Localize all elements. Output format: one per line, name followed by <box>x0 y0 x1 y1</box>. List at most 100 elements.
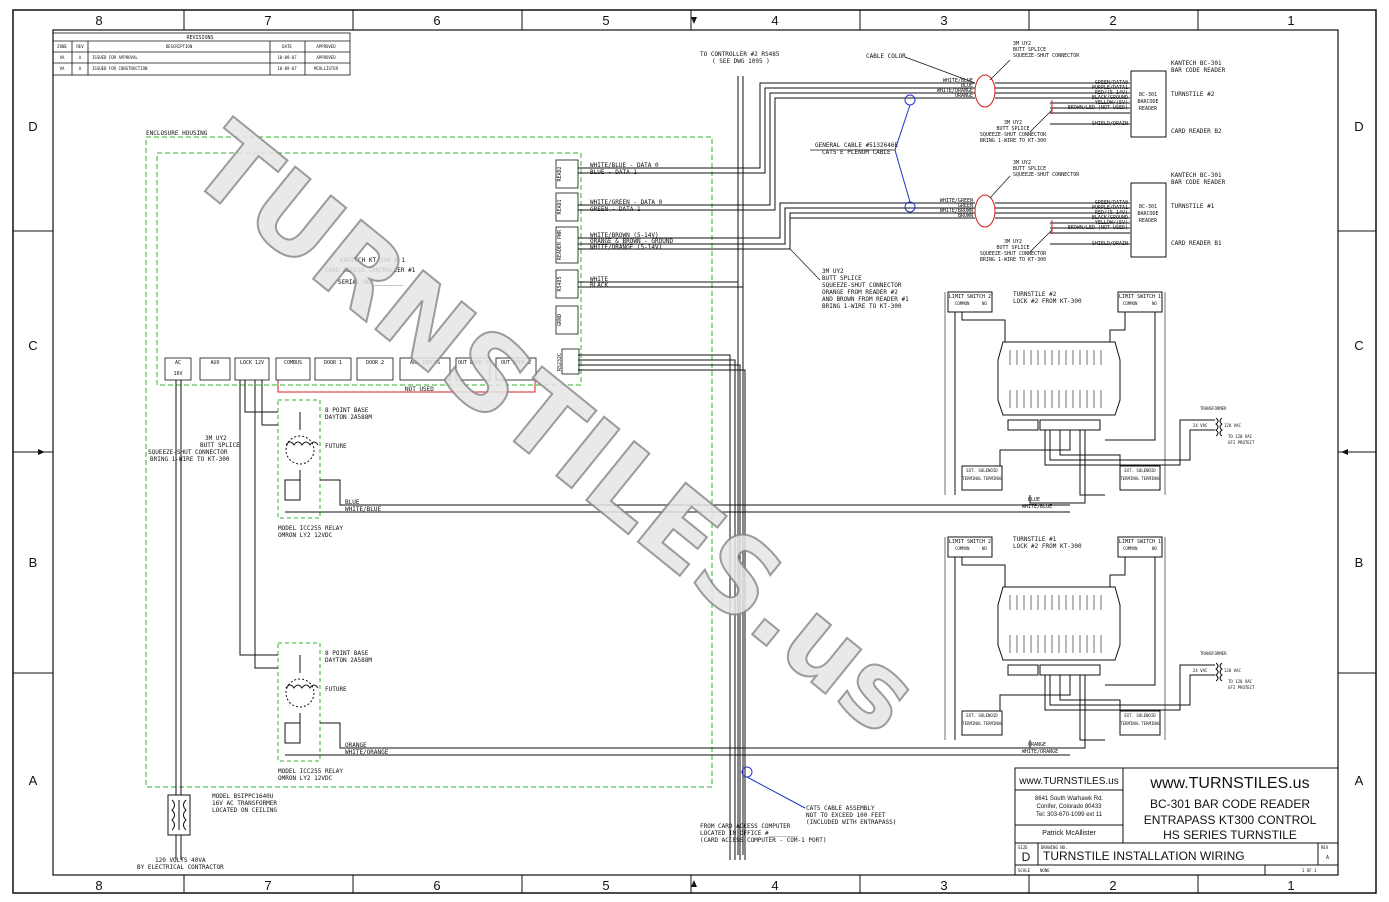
bottom-port-label: DOOR 2 <box>366 360 384 366</box>
reader-box-label: BARCODE <box>1137 211 1158 217</box>
enclosure-label: ENCLOSURE HOUSING <box>146 130 208 137</box>
bottom-port-label: OUT DOOR 1 <box>458 360 488 366</box>
zone-column-label: 5 <box>602 13 609 28</box>
relay-base-1: 8 POINT BASE <box>325 650 369 657</box>
title-address-1: 8641 South Warhawk Rd. <box>1035 796 1103 802</box>
reader-card-reader: CARD READER B1 <box>1171 240 1222 247</box>
relay-future: FUTURE <box>325 443 347 450</box>
splice-bottom-label: BRING 1-WIRE TO KT-300 <box>980 257 1046 263</box>
reader-wire-label: BLACK/GROUND <box>1092 215 1128 221</box>
controller-bottom-connectors <box>164 357 537 381</box>
splice-bottom-label: SQUEEZE-SHUT CONNECTOR <box>980 132 1047 138</box>
turnstile-sub: LOCK #2 FROM KT-300 <box>1013 298 1082 305</box>
limit-switch-1-label: LIMIT SWITCH 1 <box>1119 294 1161 300</box>
not-used-bracket <box>277 380 536 393</box>
zone-column-label: 6 <box>433 13 440 28</box>
reader-box-2 <box>1130 70 1167 138</box>
gfi-label: GFI PROTECT <box>1228 440 1255 445</box>
zone-column-label: 2 <box>1109 13 1116 28</box>
terminal-label: TERMINAL <box>1141 721 1161 726</box>
reader-box-label: BC-301 <box>1139 92 1157 98</box>
transformer-coil <box>1215 417 1223 437</box>
splice-bottom-label: 3M UY2 <box>1004 239 1022 245</box>
revisions-cell: ISSUED FOR APPROVAL <box>92 55 138 60</box>
not-used-label: NOT USED <box>405 386 434 393</box>
turnstile-frame <box>944 537 1166 740</box>
wire <box>999 675 1071 715</box>
reader-wire-label: PURPLE/DATA1 <box>1092 205 1128 211</box>
size-label: SIZE <box>1018 845 1028 850</box>
zone-row-label: C <box>28 338 37 353</box>
side-port-label: READ1 <box>557 199 563 214</box>
reader-turnstile: TURNSTILE #1 <box>1171 203 1215 210</box>
reader-barcode: BAR CODE READER <box>1171 179 1226 186</box>
ext-solenoid-box <box>961 465 1003 491</box>
splice-top-label: SQUEEZE-SHUT CONNECTOR <box>1013 53 1080 59</box>
relay-splice-2: BUTT SPLICE <box>200 442 240 449</box>
power-contractor: BY ELECTRICAL CONTRACTOR <box>137 864 224 871</box>
general-cable-line1: GENERAL CABLE #5132646E <box>815 142 898 149</box>
wire <box>1079 430 1105 496</box>
zone-column-label: 2 <box>1109 878 1116 893</box>
wire <box>1105 312 1156 441</box>
zone-column-label: 4 <box>771 13 778 28</box>
ext-solenoid-label: EXT. SOLENOID <box>966 713 998 718</box>
wire <box>1044 419 1215 466</box>
title-big-url: www.TURNSTILES.us <box>1149 775 1309 792</box>
sheet-value: 1 OF 1 <box>1302 868 1317 873</box>
limit-switch-1-box <box>1117 536 1163 558</box>
controller-side-connectors <box>555 159 580 375</box>
ext-solenoid-label: EXT. SOLENOID <box>1124 468 1156 473</box>
zone-row-label: B <box>1355 555 1364 570</box>
wire <box>1079 675 1105 741</box>
title-line-2: ENTRAPASS KT300 CONTROL <box>1144 813 1317 827</box>
terminal-strip <box>1007 419 1039 431</box>
v24-label: 24 VAC <box>1193 668 1208 673</box>
zone-column-label: 7 <box>264 13 271 28</box>
terminal-label: TERMINAL <box>983 721 1003 726</box>
bottom-port-label: AUX <box>210 360 219 366</box>
turnstile-title: TURNSTILE #2 <box>1013 291 1057 298</box>
wire <box>1109 312 1126 342</box>
no-label: NO <box>982 301 987 306</box>
middle-splice-note: 3M UY2 BUTT SPLICE SQUEEZE-SHUT CONNECTO… <box>822 268 909 310</box>
kt300-controller-outline <box>156 152 582 386</box>
zone-row-label: B <box>29 555 38 570</box>
transformer-model: MODEL BSIPPC1640U <box>212 793 274 800</box>
limit-switch-2-box <box>947 536 993 558</box>
mid-splice-3: SQUEEZE-SHUT CONNECTOR <box>822 282 902 289</box>
terminal-label: TERMINAL <box>1120 476 1140 481</box>
see-dwg-label: ( SEE DWG 1095 ) <box>712 58 770 65</box>
bottom-port-label: LOCK 12V <box>240 360 264 366</box>
cat5-1: CAT5 CABLE ASSEMBLY <box>806 805 875 812</box>
zone-column-label: 1 <box>1287 878 1294 893</box>
relay-internals <box>167 380 1070 860</box>
ext-solenoid-label: EXT. SOLENOID <box>966 468 998 473</box>
relay-base-1: 8 POINT BASE <box>325 407 369 414</box>
revisions-header: DESCRIPTION <box>166 44 193 49</box>
zone-column-label: 3 <box>940 878 947 893</box>
power-spec: 120 VOLTS 40VA <box>155 857 206 864</box>
turnstile-wire-a: BLUE <box>1028 497 1040 503</box>
relay-future: FUTURE <box>325 686 347 693</box>
side-port-label: READ2 <box>557 166 563 181</box>
wire <box>1029 675 1086 749</box>
size-value: D <box>1022 850 1031 864</box>
splice-bottom-label: 3M UY2 <box>1004 120 1022 126</box>
ext-solenoid-box <box>1119 710 1161 736</box>
revisions-header: APPROVED <box>316 44 336 49</box>
relay-wire-2: WHITE/ORANGE <box>345 749 389 756</box>
cable-color-label: BLUE <box>961 83 973 89</box>
limit-switch-2-label: LIMIT SWITCH 2 <box>949 294 991 300</box>
common-label: COMMON <box>955 301 970 306</box>
reader-wire-label: RED/(5-14V) <box>1095 210 1128 216</box>
revisions-table <box>52 32 351 76</box>
zone-row-label: D <box>1354 119 1363 134</box>
wire <box>1059 430 1121 470</box>
